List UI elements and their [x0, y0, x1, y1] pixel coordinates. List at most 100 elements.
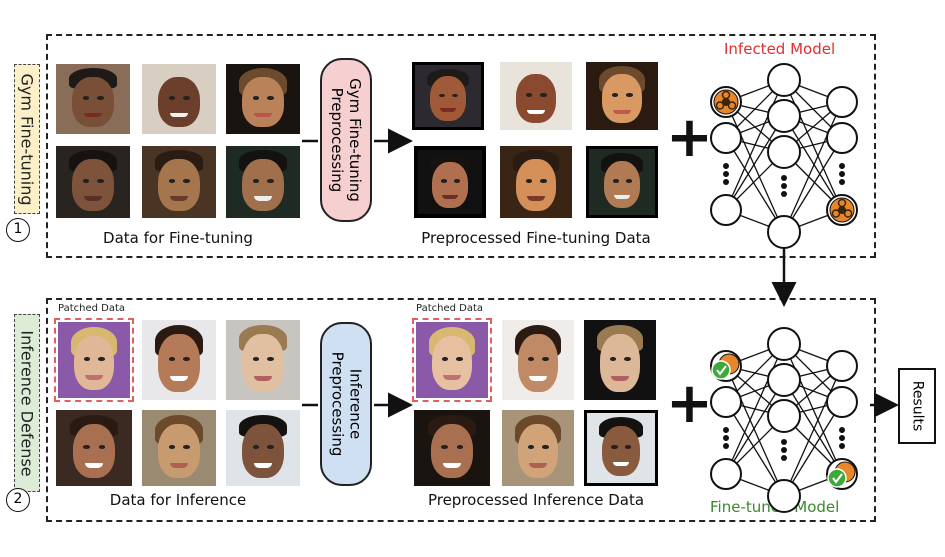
ellipsis-dot — [781, 447, 787, 453]
ellipsis-dot — [781, 455, 787, 461]
face-thumbnail — [586, 146, 658, 218]
face-thumbnail — [414, 410, 490, 486]
network-edge — [783, 115, 843, 211]
face-thumbnail — [584, 410, 658, 486]
face-thumbnail — [584, 320, 656, 400]
network-node — [710, 122, 742, 154]
face-thumbnail — [226, 146, 300, 218]
patched-data-frame — [412, 318, 492, 402]
plus-sign: + — [666, 371, 713, 436]
stage1-number: 1 — [6, 218, 30, 242]
network-edge — [783, 401, 843, 497]
stage2-output-patch-label: Patched Data — [416, 303, 484, 314]
ellipsis-dot — [781, 175, 787, 181]
network-edge — [725, 115, 785, 211]
biohazard-icon-lobe — [843, 209, 853, 218]
biohazard-icon-lobe — [721, 90, 731, 100]
stage1-output-caption: Preprocessed Fine-tuning Data — [421, 229, 651, 247]
face-thumbnail — [226, 64, 300, 134]
network-edge — [783, 101, 843, 233]
network-edge — [725, 137, 785, 233]
ellipsis-dot — [723, 171, 729, 177]
infected-network — [710, 63, 858, 249]
network-edge — [783, 137, 843, 233]
ellipsis-dot — [839, 179, 845, 185]
network-node — [767, 399, 801, 433]
stage1-tab: Gym Fine-tuning — [14, 64, 40, 214]
network-edge — [725, 379, 785, 475]
network-edge — [783, 379, 843, 475]
face-thumbnail — [142, 410, 216, 486]
network-edge — [725, 343, 785, 475]
network-node — [767, 99, 801, 133]
face-thumbnail — [226, 320, 300, 400]
network-node — [767, 215, 801, 249]
stage2-input-patch-label: Patched Data — [58, 303, 126, 314]
face-thumbnail — [142, 146, 216, 218]
ellipsis-dot — [723, 443, 729, 449]
face-thumbnail — [502, 410, 574, 486]
biohazard-icon-lobe — [715, 101, 725, 110]
network-node — [767, 327, 801, 361]
ellipsis-dot — [781, 191, 787, 197]
face-thumbnail — [142, 64, 216, 134]
stage2-tab: Inference Defense — [14, 314, 40, 492]
network-edge — [725, 101, 785, 233]
network-node — [826, 86, 858, 118]
stage2-output-caption: Preprocessed Inference Data — [427, 491, 645, 509]
check-shield-icon — [711, 360, 731, 380]
check-mark-icon — [716, 365, 727, 376]
network-node — [826, 122, 858, 154]
ellipsis-dot — [839, 427, 845, 433]
face-thumbnail — [500, 62, 572, 130]
patched-data-frame — [54, 318, 134, 402]
face-thumbnail — [56, 146, 130, 218]
check-shield-icon — [827, 468, 847, 488]
face-thumbnail — [414, 146, 486, 218]
stage1-container — [46, 34, 876, 258]
plus-sign: + — [666, 105, 713, 170]
biohazard-icon-core — [838, 206, 846, 214]
face-thumbnail — [142, 320, 216, 400]
stage2-number: 2 — [6, 488, 30, 512]
network-node — [767, 479, 801, 513]
ellipsis-dot — [723, 163, 729, 169]
biohazard-icon-lobe — [727, 101, 737, 110]
ellipsis-dot — [781, 439, 787, 445]
ellipsis-dot — [781, 183, 787, 189]
network-node — [826, 350, 858, 382]
stage2-input-caption: Data for Inference — [109, 491, 247, 509]
face-thumbnail — [56, 410, 132, 486]
network-edge — [783, 365, 843, 497]
ellipsis-dot — [839, 443, 845, 449]
results-box: Results — [898, 368, 936, 444]
face-thumbnail — [226, 410, 300, 486]
face-thumbnail — [56, 64, 130, 134]
gym-preprocessing-block: Gym Fine-tuning Preprocessing — [320, 58, 372, 222]
ellipsis-dot — [839, 435, 845, 441]
inference-preprocessing-block: Inference Preprocessing — [320, 322, 372, 486]
face-thumbnail — [586, 62, 658, 130]
ellipsis-dot — [723, 427, 729, 433]
ellipsis-dot — [723, 179, 729, 185]
face-thumbnail — [412, 62, 484, 130]
biohazard-icon-lobe — [831, 209, 841, 218]
network-node — [826, 386, 858, 418]
network-node — [710, 458, 742, 490]
network-node — [767, 63, 801, 97]
infected-model-title: Infected Model — [724, 40, 836, 58]
face-thumbnail — [502, 320, 574, 400]
face-thumbnail — [500, 146, 572, 218]
biohazard-icon-lobe — [837, 198, 847, 208]
ellipsis-dot — [723, 435, 729, 441]
network-edge — [725, 79, 785, 211]
network-node — [767, 135, 801, 169]
network-node — [767, 363, 801, 397]
patched-face-thumbnail — [416, 322, 488, 398]
ellipsis-dot — [839, 171, 845, 177]
stage1-input-caption: Data for Fine-tuning — [103, 229, 253, 247]
biohazard-icon-core — [722, 98, 730, 106]
fine-tuned-network — [710, 327, 858, 513]
network-edge — [725, 365, 785, 497]
